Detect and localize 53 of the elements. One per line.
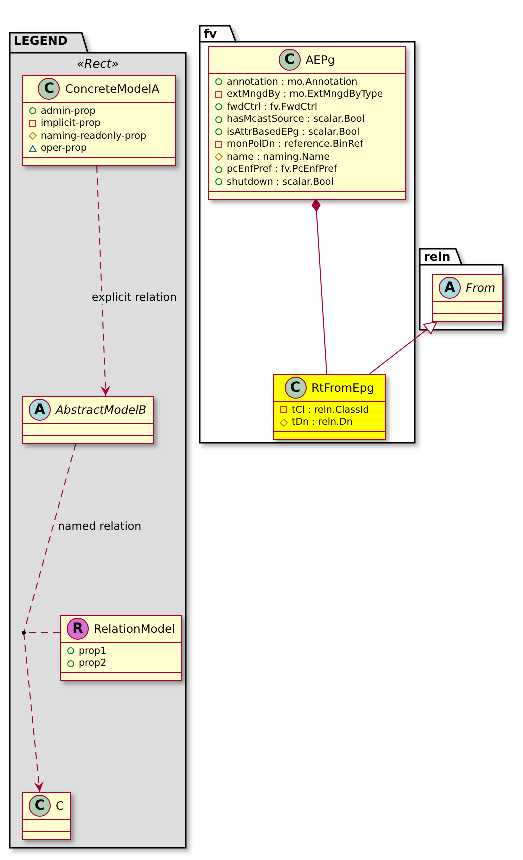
class-type-marker: C bbox=[284, 377, 307, 399]
attribute-text: tDn : reln.Dn bbox=[292, 417, 353, 428]
class-type-marker: R bbox=[67, 618, 89, 640]
class-name: AbstractModelB bbox=[56, 403, 147, 417]
attribute-text: monPolDn : reference.BinRef bbox=[227, 139, 364, 150]
edge-label: explicit relation bbox=[91, 291, 178, 304]
package-name: LEGEND bbox=[14, 34, 68, 49]
attribute-text: pcEnfPref : fv.PcEnfPref bbox=[227, 164, 338, 176]
attribute-text: prop1 bbox=[79, 646, 107, 657]
attribute-text: fwdCtrl : fv.FwdCtrl bbox=[227, 102, 318, 113]
package-folder bbox=[200, 26, 415, 443]
attribute-text: shutdown : scalar.Bool bbox=[227, 176, 334, 188]
attribute-text: admin-prop bbox=[41, 106, 96, 117]
package-name: fv bbox=[204, 27, 218, 42]
class-type-marker: C bbox=[29, 795, 51, 817]
attribute-text: annotation : mo.Annotation bbox=[227, 76, 358, 88]
dependency-arrow bbox=[96, 166, 111, 396]
attribute-text: tCl : reln.ClassId bbox=[292, 404, 370, 416]
attribute-text: implicit-prop bbox=[41, 118, 101, 130]
connector-line bbox=[24, 444, 76, 634]
attribute-text: prop2 bbox=[79, 658, 107, 670]
package-folder bbox=[10, 33, 186, 848]
class-box bbox=[273, 374, 386, 440]
class-name: ConcreteModelA bbox=[65, 82, 160, 96]
class-type-marker: C bbox=[278, 49, 301, 71]
class-name: AEPg bbox=[306, 53, 336, 67]
class-box bbox=[22, 396, 154, 444]
attribute-text: extMngdBy : mo.ExtMngdByType bbox=[227, 89, 384, 100]
attribute-text: isAttrBasedEPg : scalar.Bool bbox=[227, 126, 360, 138]
class-type-marker: A bbox=[439, 277, 461, 299]
class-box bbox=[432, 274, 503, 322]
dependency-arrow bbox=[24, 632, 44, 792]
edge-label: named relation bbox=[57, 520, 143, 533]
class-name: RelationModel bbox=[94, 622, 176, 636]
composition-line bbox=[312, 199, 328, 374]
package-folder bbox=[420, 249, 503, 330]
class-box bbox=[22, 792, 72, 840]
generalization-arrow bbox=[370, 322, 438, 374]
class-box bbox=[60, 615, 182, 681]
attribute-text: oper-prop bbox=[41, 143, 87, 154]
junction-dot bbox=[22, 631, 26, 635]
attribute-text: name : naming.Name bbox=[227, 152, 330, 163]
attribute-text: hasMcastSource : scalar.Bool bbox=[227, 114, 365, 126]
class-type-marker: C bbox=[38, 78, 60, 100]
class-name: From bbox=[466, 281, 496, 295]
class-type-marker: A bbox=[29, 399, 51, 421]
class-box bbox=[208, 46, 406, 200]
attribute-text: naming-readonly-prop bbox=[41, 130, 147, 142]
class-box bbox=[22, 75, 176, 166]
stereotype-label: «Rect» bbox=[76, 57, 120, 71]
class-name: RtFromEpg bbox=[312, 381, 374, 395]
class-name: C bbox=[56, 799, 64, 813]
package-name: reln bbox=[424, 250, 451, 265]
